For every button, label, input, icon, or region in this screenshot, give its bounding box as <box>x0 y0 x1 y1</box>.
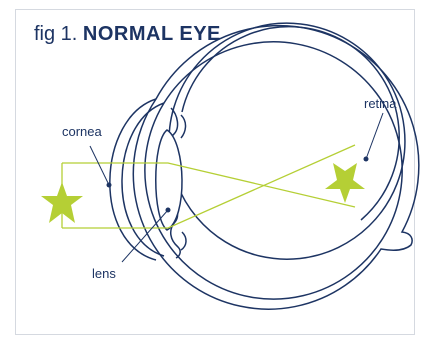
retina-leader <box>366 113 383 159</box>
retina-label: retina <box>364 96 397 111</box>
lens-shape <box>156 130 182 230</box>
ray-bottom <box>62 145 355 228</box>
inverted-image-star <box>325 163 365 203</box>
cornea-leader <box>90 146 109 185</box>
sclera-inner <box>145 42 402 299</box>
lens-leader <box>122 210 168 262</box>
ciliary-body-bottom-fold <box>181 232 186 250</box>
ray-top <box>62 163 355 207</box>
cornea-label: cornea <box>62 124 103 139</box>
ciliary-body-top-fold <box>181 115 186 138</box>
lens-label: lens <box>92 266 116 281</box>
